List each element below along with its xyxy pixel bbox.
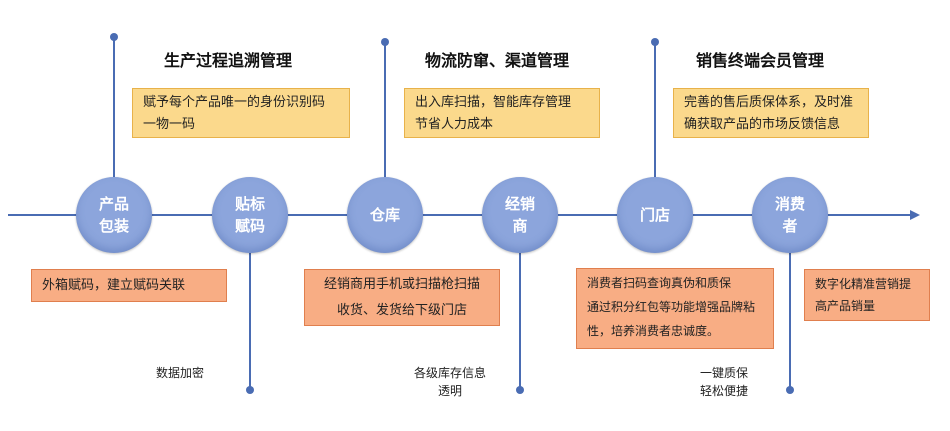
section-title-terminal: 销售终端会员管理	[696, 51, 825, 70]
note-data-encryption: 数据加密	[155, 366, 204, 380]
section-title-production: 生产过程追溯管理	[164, 51, 293, 70]
stem-down-1-dot	[246, 386, 254, 394]
stem-up-2-dot	[381, 38, 389, 46]
note-one-click-warranty: 一键质保 轻松便捷	[699, 366, 748, 398]
stem-down-3-dot	[786, 386, 794, 394]
info-box-outer-carton: 外箱赋码，建立赋码关联	[31, 269, 227, 302]
stem-up-3-dot	[651, 38, 659, 46]
node-consumer: 消费 者	[752, 177, 828, 253]
info-box-digital-marketing: 数字化精准营销提 高产品销量	[804, 269, 930, 321]
info-box-distributor-scan: 经销商用手机或扫描枪扫描 收货、发货给下级门店	[304, 269, 500, 326]
node-warehouse: 仓库	[347, 177, 423, 253]
desc-box-logistics: 出入库扫描，智能库存管理 节省人力成本	[404, 88, 600, 138]
node-product-packaging: 产品 包装	[76, 177, 152, 253]
stem-down-2-dot	[516, 386, 524, 394]
desc-box-terminal: 完善的售后质保体系，及时准 确获取产品的市场反馈信息	[673, 88, 869, 138]
section-title-logistics: 物流防窜、渠道管理	[425, 51, 570, 70]
stem-up-1-dot	[110, 33, 118, 41]
node-store: 门店	[617, 177, 693, 253]
info-box-consumer-scan: 消费者扫码查询真伪和质保 通过积分红包等功能增强品牌粘 性，培养消费者忠诚度。	[576, 268, 774, 349]
node-labeling-coding: 贴标 赋码	[212, 177, 288, 253]
desc-box-production: 赋予每个产品唯一的身份识别码 一物一码	[132, 88, 350, 138]
timeline-arrowhead	[910, 210, 920, 220]
node-distributor: 经销 商	[482, 177, 558, 253]
note-inventory-transparency: 各级库存信息 透明	[413, 366, 486, 398]
